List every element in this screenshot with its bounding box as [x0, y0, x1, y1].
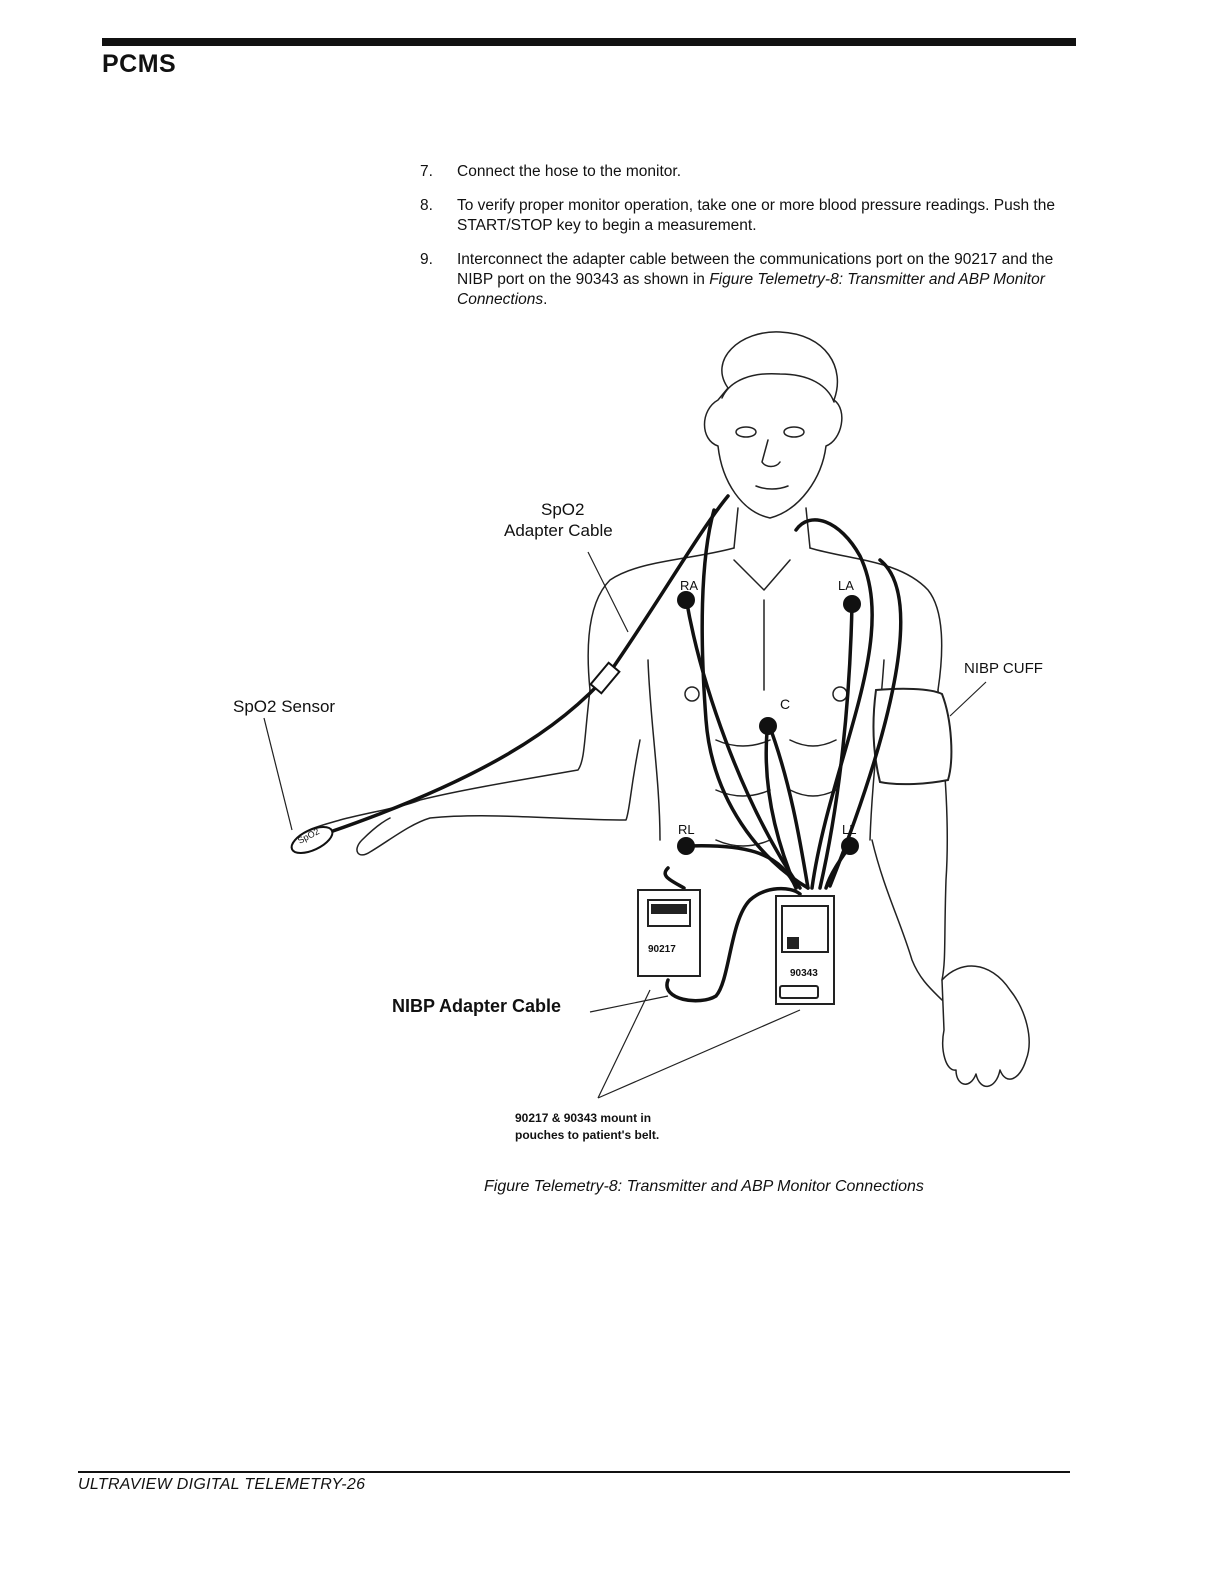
label-device-90343: 90343: [790, 968, 818, 979]
mount-note-line2: pouches to patient's belt.: [515, 1127, 715, 1144]
collar: [734, 560, 790, 590]
label-c: C: [780, 696, 790, 712]
label-rl: RL: [678, 822, 695, 837]
label-ra: RA: [680, 578, 698, 593]
electrode-la: [843, 595, 861, 613]
leader-nibp-cuff: [950, 682, 986, 716]
leader-mount: [598, 990, 800, 1098]
page-footer: ULTRAVIEW DIGITAL TELEMETRY-26: [78, 1476, 365, 1494]
electrode-ra: [677, 591, 695, 609]
label-nibp-adapter-cable: NIBP Adapter Cable: [392, 996, 561, 1017]
leader-spo2-sensor: [264, 718, 292, 830]
device-90217-label-strip: [652, 905, 686, 913]
patient-head: [705, 332, 842, 518]
right-eye: [736, 427, 756, 437]
label-spo2-adapter-line1: SpO2: [541, 500, 584, 520]
bottom-rule: [78, 1471, 1070, 1473]
torso-left: [648, 660, 660, 840]
electrode-ll: [841, 837, 859, 855]
label-nibp-cuff: NIBP CUFF: [964, 660, 1043, 677]
left-eye: [784, 427, 804, 437]
cable-top-loop: [702, 510, 808, 888]
spo2-cable: [330, 496, 728, 832]
device-90343-button: [788, 938, 798, 948]
mount-note: 90217 & 90343 mount in pouches to patien…: [515, 1110, 715, 1144]
electrode-rl: [677, 837, 695, 855]
right-nipple: [685, 687, 699, 701]
nose: [762, 440, 780, 467]
label-spo2-sensor: SpO2 Sensor: [233, 697, 335, 717]
label-device-90217: 90217: [648, 944, 676, 955]
label-spo2-adapter-line2: Adapter Cable: [504, 521, 613, 541]
right-arm: [296, 690, 640, 855]
mouth: [756, 486, 788, 489]
label-la: LA: [838, 578, 854, 593]
nibp-adapter-cable-2: [665, 868, 684, 888]
left-hand: [942, 966, 1029, 1086]
left-nipple: [833, 687, 847, 701]
mount-note-line1: 90217 & 90343 mount in: [515, 1110, 715, 1127]
leader-nibp-adapter: [590, 996, 668, 1012]
label-ll: LL: [842, 822, 856, 837]
electrode-c: [759, 717, 777, 735]
spo2-connector: [591, 663, 620, 693]
leader-spo2-adapter: [588, 552, 628, 632]
figure-caption: Figure Telemetry-8: Transmitter and ABP …: [484, 1178, 924, 1196]
nibp-cuff: [873, 689, 951, 784]
hair-line: [722, 374, 834, 402]
device-90343-key: [780, 986, 818, 998]
